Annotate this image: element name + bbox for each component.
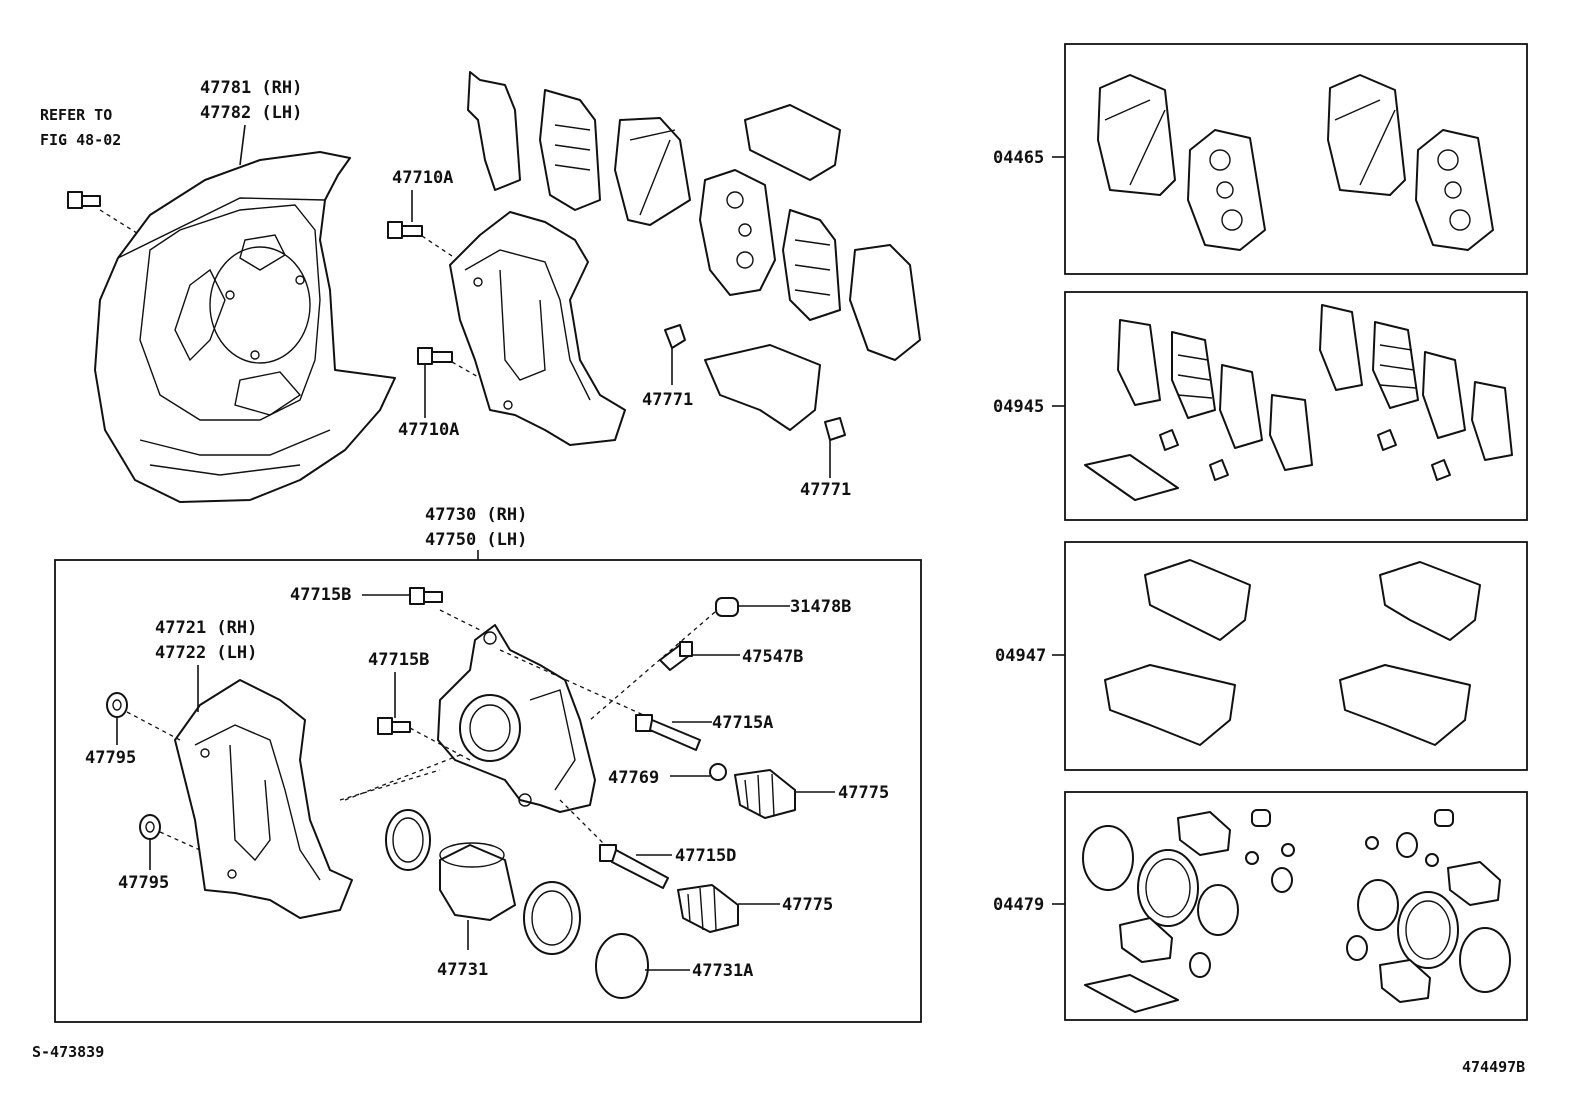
caliper-mounting-lower-part: [174, 679, 353, 919]
dust-cover-rh-label: 47781 (RH): [200, 78, 302, 98]
bush-47769-label: 47769: [608, 768, 659, 788]
bleeder-47547b-label: 47547B: [742, 647, 803, 667]
clip-47771-left-label: 47771: [642, 390, 693, 410]
bleeder-icon: [659, 641, 693, 671]
guide-pin-icon: [635, 714, 701, 751]
footer-right-code: 474497B: [1462, 1058, 1525, 1076]
seal-ring-icon: [385, 809, 431, 871]
seal-47731a-label: 47731A: [692, 961, 753, 981]
clip-47771-right-label: 47771: [800, 480, 851, 500]
clip-icon: [824, 417, 846, 441]
bolt-47715b-top-label: 47715B: [290, 585, 351, 605]
brake-pad-set: [1097, 74, 1494, 251]
kit-04465-label: 04465: [993, 148, 1044, 168]
pin-47715a-label: 47715A: [712, 713, 773, 733]
bolt-47710a-bottom-label: 47710A: [398, 420, 459, 440]
boot-icon: [677, 884, 739, 933]
cap-31478b-label: 31478B: [790, 597, 851, 617]
washer-47795-top-label: 47795: [85, 748, 136, 768]
reference-line-2: FIG 48-02: [40, 131, 121, 149]
seal-ring-icon: [595, 933, 649, 999]
mounting-rh-label: 47721 (RH): [155, 618, 257, 638]
boot-47775-top-label: 47775: [838, 783, 889, 803]
boot-47775-bottom-label: 47775: [782, 895, 833, 915]
footer-left-code: S-473839: [32, 1043, 104, 1061]
pad-support-plate-set: [1104, 559, 1481, 746]
pin-47715d-label: 47715D: [675, 846, 736, 866]
washer-icon: [106, 692, 128, 718]
cylinder-kit-set: [1082, 809, 1511, 1013]
anti-squeal-shim-set: [1084, 304, 1513, 501]
caliper-lh-label: 47750 (LH): [425, 530, 527, 550]
caliper-assembly-box: [54, 559, 922, 1023]
kit-box-04479: [1064, 791, 1528, 1021]
bolt-icon: [387, 221, 423, 239]
bushing-icon: [709, 763, 727, 781]
guide-pin-icon: [599, 844, 669, 889]
bolt-47715b-mid-label: 47715B: [368, 650, 429, 670]
piston-47731-label: 47731: [437, 960, 488, 980]
kit-04945-label: 04945: [993, 397, 1044, 417]
dust-cover-lh-label: 47782 (LH): [200, 103, 302, 123]
bolt-47710a-top-label: 47710A: [392, 168, 453, 188]
dust-cover-part: [94, 151, 396, 503]
piston-seal-icon: [523, 881, 581, 955]
bolt-icon: [377, 717, 411, 735]
bolt-icon: [67, 191, 101, 209]
mounting-lh-label: 47722 (LH): [155, 643, 257, 663]
kit-box-04465: [1064, 43, 1528, 275]
washer-icon: [139, 814, 161, 840]
cap-icon: [715, 597, 739, 617]
bolt-icon: [417, 347, 453, 365]
caliper-body-part: [437, 624, 596, 813]
bolt-icon: [409, 587, 443, 605]
kit-04479-label: 04479: [993, 895, 1044, 915]
boot-icon: [734, 769, 796, 819]
caliper-rh-label: 47730 (RH): [425, 505, 527, 525]
kit-04947-label: 04947: [995, 646, 1046, 666]
clip-icon: [664, 324, 686, 349]
caliper-mounting-upper-part: [449, 211, 626, 446]
reference-line-1: REFER TO: [40, 106, 112, 124]
piston-part: [439, 842, 516, 921]
washer-47795-bottom-label: 47795: [118, 873, 169, 893]
kit-box-04947: [1064, 541, 1528, 771]
brake-shim-part: [467, 71, 921, 431]
